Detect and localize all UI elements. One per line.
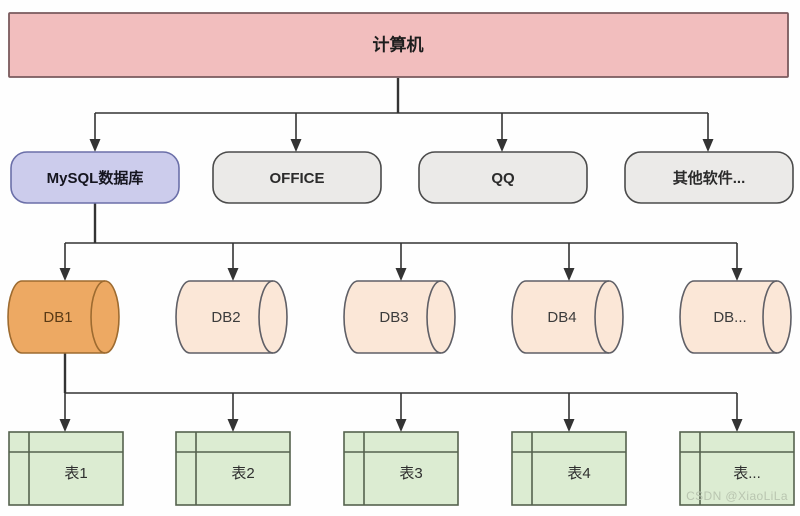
table-more-label: 表... [733,465,761,482]
qq-label: QQ [491,170,515,187]
arrowhead-to-db-more [731,268,743,281]
root-label: 计算机 [373,34,424,54]
root-box[interactable] [8,12,789,78]
arrowhead-to-mysql [89,139,101,152]
node-table-3[interactable]: 表3 [343,431,459,506]
table3-label: 表3 [399,465,422,482]
edges-root-to-applications [89,78,714,152]
node-app-mysql[interactable]: MySQL数据库 [10,151,180,204]
node-table-1[interactable]: 表1 [8,431,124,506]
table3-box[interactable] [343,431,459,506]
mysql-box[interactable] [10,151,180,204]
qq-box[interactable] [418,151,588,204]
arrowhead-to-table2 [227,419,239,432]
arrowhead-to-db1 [59,268,71,281]
office-label: OFFICE [270,170,325,187]
edges-db1-to-tables [59,353,743,432]
table2-label: 表2 [231,465,254,482]
db1-label: DB1 [43,309,72,326]
watermark-text: CSDN @XiaoLiLa [686,489,788,503]
arrowhead-to-table3 [395,419,407,432]
arrowhead-to-db4 [563,268,575,281]
arrowhead-to-db3 [395,268,407,281]
other-software-box[interactable] [624,151,794,204]
node-table-2[interactable]: 表2 [175,431,291,506]
arrowhead-to-table4 [563,419,575,432]
db3-cylinder-cap [426,280,442,354]
other-software-label: 其他软件... [673,169,746,187]
node-app-qq[interactable]: QQ [418,151,588,204]
arrowhead-to-office [290,139,302,152]
table1-label: 表1 [64,465,87,482]
node-database-db2[interactable]: DB2 [175,280,288,354]
db3-label: DB3 [379,309,408,326]
table4-box[interactable] [511,431,627,506]
arrowhead-to-table-more [731,419,743,432]
db-more-label: DB... [713,309,746,326]
db4-cylinder-cap [594,280,610,354]
db-more-cylinder-cap [762,280,778,354]
node-database-db4[interactable]: DB4 [511,280,624,354]
mysql-label: MySQL数据库 [47,169,144,187]
arrowhead-to-other-software [702,139,714,152]
db4-label: DB4 [547,309,576,326]
db1-cylinder-cap [90,280,106,354]
node-table-4[interactable]: 表4 [511,431,627,506]
table1-box[interactable] [8,431,124,506]
node-table-more[interactable]: 表... [679,431,795,506]
arrowhead-to-db2 [227,268,239,281]
db2-label: DB2 [211,309,240,326]
office-box[interactable] [212,151,382,204]
node-computer-root[interactable]: 计算机 [8,12,789,78]
table-more-box[interactable] [679,431,795,506]
node-app-other-software[interactable]: 其他软件... [624,151,794,204]
arrowhead-to-qq [496,139,508,152]
node-database-db1[interactable]: DB1 [7,280,120,354]
db2-cylinder-cap [258,280,274,354]
edges-mysql-to-databases [59,203,743,281]
table2-box[interactable] [175,431,291,506]
table4-label: 表4 [567,465,590,482]
node-database-db3[interactable]: DB3 [343,280,456,354]
node-app-office[interactable]: OFFICE [212,151,382,204]
node-database-db-more[interactable]: DB... [679,280,792,354]
arrowhead-to-table1 [59,419,71,432]
